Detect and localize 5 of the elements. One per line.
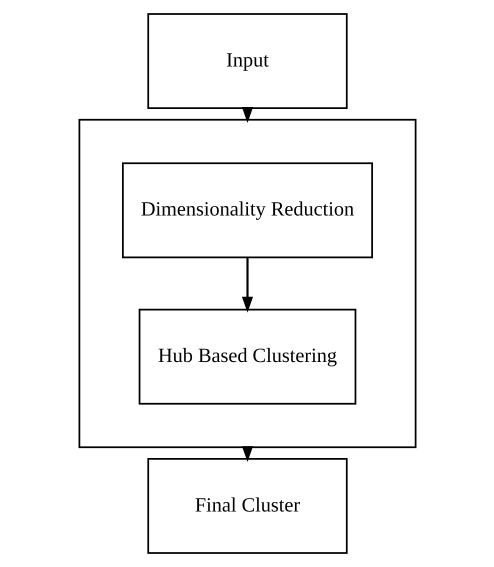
node-box: Final Cluster [146,458,348,554]
node-box: Hub Based Clustering [138,308,356,405]
cluster [78,118,416,448]
arrow [241,258,253,313]
node-box: Dimensionality Reduction [122,162,372,258]
